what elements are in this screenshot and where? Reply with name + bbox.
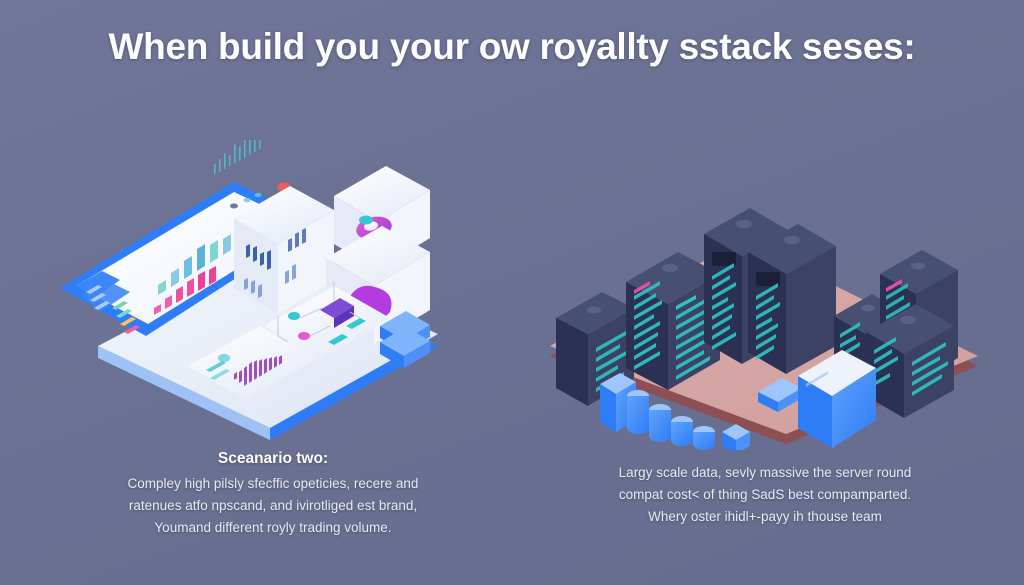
data-cabinet[interactable]	[798, 350, 876, 448]
right-illustration	[530, 140, 1000, 450]
data-bar-2[interactable]	[627, 390, 649, 434]
rack-4[interactable]	[748, 224, 836, 374]
data-bar-4[interactable]	[671, 416, 693, 446]
left-caption-line-3: Youmand different royly trading volume.	[154, 520, 392, 535]
left-caption: Sceanario two: Compley high pilsly sfecf…	[38, 448, 508, 539]
right-caption-line-1: Largy scale data, sevly massive the serv…	[618, 465, 912, 480]
left-caption-line-2: ratenues atfo npscand, and ivirotliged e…	[128, 498, 418, 513]
left-caption-line-1: Compley high pilsly sfecffic opeticies, …	[127, 476, 419, 491]
right-caption-line-3: Whery oster ihidl+-payy ih thouse team	[648, 509, 882, 524]
bar-chart-card[interactable]	[234, 186, 334, 314]
data-bar-5[interactable]	[693, 426, 715, 450]
right-caption-line-2: compat cost< of thing SadS best compampa…	[618, 487, 912, 502]
small-server-stack[interactable]	[380, 311, 430, 368]
flow-diagram-card[interactable]	[264, 286, 390, 360]
data-slab[interactable]	[758, 378, 802, 412]
pink-bar-chart	[154, 266, 216, 315]
data-bar-3[interactable]	[649, 404, 671, 442]
teal-bar-chart	[158, 234, 231, 295]
right-caption: Largy scale data, sevly massive the serv…	[530, 462, 1000, 528]
analytics-dashboard-illustration	[38, 140, 508, 450]
window-control-dots	[230, 192, 262, 209]
rack-7[interactable]	[866, 304, 954, 418]
histogram-card[interactable]	[188, 326, 318, 400]
page-title: When build you your ow royallty sstack s…	[108, 26, 916, 67]
histogram-bars	[234, 355, 282, 386]
left-caption-heading: Sceanario two:	[217, 450, 329, 467]
server-farm-illustration	[530, 140, 1000, 450]
dense-histogram	[214, 140, 261, 175]
legend-swatches	[112, 301, 140, 334]
left-illustration	[38, 140, 508, 450]
data-bar-6[interactable]	[722, 424, 750, 450]
connector-lines	[277, 282, 335, 343]
